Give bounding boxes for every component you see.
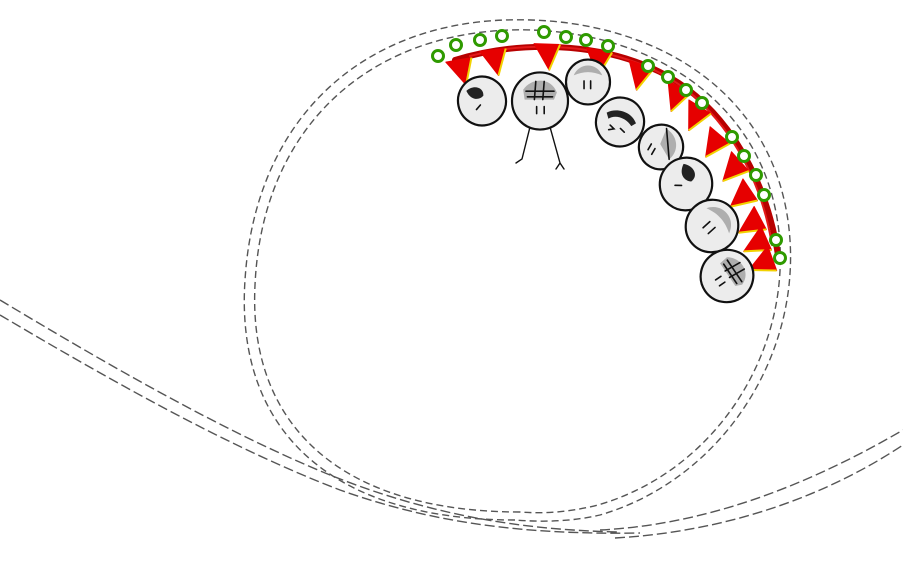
ring-bolt-icon (579, 33, 593, 47)
ring-bolt-icon (495, 29, 509, 43)
rider-mouth (674, 184, 683, 187)
stick-figure-head-icon (564, 58, 612, 106)
track-approach-lower (0, 314, 641, 534)
rider-hair-lines (525, 80, 555, 101)
pennant-body (533, 43, 561, 71)
ring-bolt-icon (661, 70, 675, 84)
rider-eyes (647, 127, 670, 161)
rider-eyes (702, 220, 716, 235)
rider-eyepatch (681, 163, 695, 182)
pennant-flag-icon (533, 43, 561, 71)
pennant-trim (688, 112, 712, 132)
rider-hair (706, 207, 731, 234)
track-approach-upper (0, 299, 621, 533)
stick-figure-head-icon (594, 96, 646, 148)
rider-eyes (583, 80, 592, 90)
rider-hair-lines (722, 259, 746, 285)
ring-bolt-icon (725, 130, 739, 144)
ring-bolt-icon (679, 83, 693, 97)
ring-bolt-icon (757, 188, 771, 202)
rider-leg (549, 126, 565, 170)
ring-bolt-icon (737, 149, 751, 163)
bolts (431, 25, 787, 265)
ring-bolt-icon (769, 233, 783, 247)
rider-leg (515, 126, 531, 164)
rider-head (594, 96, 646, 148)
pennant-trim (497, 48, 507, 76)
ring-bolt-icon (449, 38, 463, 52)
ring-bolt-icon (749, 168, 763, 182)
ring-bolt-icon (473, 33, 487, 47)
ring-bolt-icon (641, 59, 655, 73)
pennant-trim (705, 142, 731, 158)
ring-bolt-icon (559, 30, 573, 44)
ring-bolt-icon (537, 25, 551, 39)
riders (456, 58, 755, 304)
stick-figure-head-icon (456, 75, 508, 127)
track (0, 19, 903, 539)
ring-bolt-icon (773, 251, 787, 265)
pennant-body (705, 126, 731, 158)
pennant-trim (730, 199, 758, 208)
rider-hair (523, 80, 557, 100)
rider-eyes (607, 124, 626, 134)
pennant-trim (548, 44, 561, 71)
pennants (445, 43, 778, 272)
rider-mouth (475, 104, 482, 111)
track-exit-lower (614, 444, 903, 539)
pennant-flag-icon (479, 48, 507, 76)
stick-figure-head-icon (699, 248, 755, 304)
rider-eyes (535, 105, 545, 115)
track-loop-inner (253, 29, 782, 514)
stick-figure-head-icon (658, 156, 714, 212)
rider-hair (573, 65, 603, 76)
pennant-flag-icon (705, 126, 731, 158)
track-loop-outer (243, 19, 792, 522)
stick-figure-head-icon (510, 71, 570, 170)
rider-hair (606, 110, 636, 127)
rider-eyepatch (466, 87, 484, 99)
ring-bolt-icon (695, 96, 709, 110)
ring-bolt-icon (431, 49, 445, 63)
track-exit-upper (599, 429, 903, 531)
ring-bolt-icon (601, 39, 615, 53)
stick-figure-head-icon (684, 198, 740, 254)
pennant-flag-icon (729, 178, 758, 208)
rider-eyes (714, 275, 726, 287)
stick-figure-head-icon (637, 123, 685, 171)
pennant-trim (722, 170, 750, 182)
